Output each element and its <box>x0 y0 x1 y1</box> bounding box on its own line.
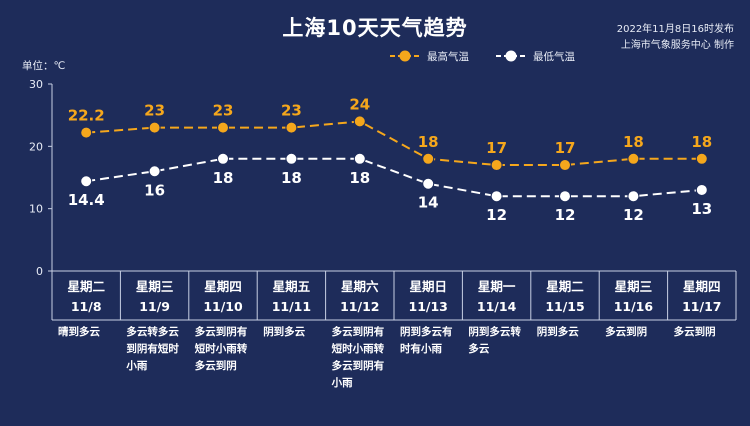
high-temp-label: 22.2 <box>68 107 105 125</box>
x-date-label: 11/11 <box>272 299 311 314</box>
y-tick-label: 0 <box>36 265 43 278</box>
low-temp-point <box>695 183 708 196</box>
low-temp-label: 14 <box>418 194 439 212</box>
high-temp-label: 17 <box>486 139 507 157</box>
high-temp-point <box>559 159 571 172</box>
low-temp-label: 18 <box>281 169 302 187</box>
y-tick-label: 10 <box>29 203 43 216</box>
weather-description: 阴到多云 <box>536 326 579 338</box>
low-temp-point <box>217 152 229 165</box>
x-date-label: 11/8 <box>71 299 102 314</box>
x-weekday-label: 星期三 <box>136 279 174 294</box>
low-temp-label: 18 <box>213 169 234 187</box>
weather-description: 多云到阴有 短时小雨转 多云到阴有 小雨 <box>331 326 385 389</box>
publish-time: 2022年11月8日16时发布 <box>616 24 734 35</box>
x-weekday-label: 星期一 <box>478 279 516 294</box>
x-date-label: 11/15 <box>545 299 584 314</box>
x-weekday-label: 星期三 <box>615 279 653 294</box>
x-weekday-label: 星期六 <box>341 279 379 294</box>
legend-high-marker <box>399 50 411 62</box>
x-date-label: 11/16 <box>614 299 654 314</box>
x-date-label: 11/13 <box>409 299 448 314</box>
x-date-label: 11/14 <box>477 299 517 314</box>
high-temp-label: 18 <box>691 133 712 151</box>
x-date-label: 11/17 <box>682 299 721 314</box>
legend-high-label: 最高气温 <box>427 50 469 63</box>
publisher: 上海市气象服务中心 制作 <box>620 40 734 51</box>
weather-description: 多云到阴 <box>673 326 716 338</box>
y-tick-label: 20 <box>29 140 43 153</box>
high-temp-point <box>422 152 435 165</box>
low-temp-label: 12 <box>623 206 644 224</box>
low-temp-point <box>80 175 93 188</box>
high-temp-label: 17 <box>555 139 576 157</box>
weather-description: 阴到多云 <box>263 326 306 338</box>
high-temp-label: 23 <box>144 102 165 120</box>
high-temp-point <box>353 115 366 128</box>
high-temp-label: 23 <box>281 102 302 120</box>
weather-description: 多云转多云 到阴有短时 小雨 <box>126 326 179 372</box>
publish-info: 2022年11月8日16时发布 上海市气象服务中心 制作 <box>617 22 734 54</box>
x-weekday-label: 星期四 <box>683 279 721 294</box>
low-temp-point <box>422 177 435 190</box>
x-date-label: 11/12 <box>340 299 379 314</box>
low-temp-point <box>559 190 571 203</box>
low-temp-label: 18 <box>349 169 370 187</box>
low-temp-label: 14.4 <box>68 191 105 209</box>
low-temp-label: 12 <box>555 206 576 224</box>
weather-description: 阴到多云有 时有小雨 <box>400 326 453 355</box>
low-temp-point <box>627 190 640 203</box>
weather-description: 晴到多云 <box>58 326 100 338</box>
x-date-label: 11/10 <box>203 299 243 314</box>
legend-low-marker <box>505 50 517 62</box>
high-temp-label: 18 <box>418 133 439 151</box>
high-temp-point <box>627 152 640 165</box>
chart-title: 上海10天天气趋势 <box>282 16 468 40</box>
high-temp-label: 18 <box>623 133 644 151</box>
high-temp-label: 24 <box>349 95 370 113</box>
y-tick-label: 30 <box>29 78 43 91</box>
high-temp-line <box>86 120 702 167</box>
unit-label: 单位：℃ <box>22 60 66 72</box>
weather-description: 阴到多云转 多云 <box>468 326 521 355</box>
low-temp-point <box>285 152 298 165</box>
low-temp-point <box>148 165 161 178</box>
high-temp-point <box>490 159 503 172</box>
low-temp-label: 16 <box>144 181 165 199</box>
high-temp-point <box>217 121 229 134</box>
low-temp-label: 12 <box>486 206 507 224</box>
x-weekday-label: 星期五 <box>273 279 311 294</box>
low-temp-point <box>353 152 366 165</box>
weather-description: 多云到阴 <box>605 326 648 338</box>
x-date-label: 11/9 <box>139 299 170 314</box>
x-weekday-label: 星期四 <box>204 279 242 294</box>
x-weekday-label: 星期二 <box>67 279 105 294</box>
high-temp-point <box>285 121 298 134</box>
high-temp-point <box>80 126 93 139</box>
low-temp-label: 13 <box>691 200 712 218</box>
weather-description: 多云到阴有 短时小雨转 多云到阴 <box>194 326 248 372</box>
high-temp-label: 23 <box>213 102 234 120</box>
low-temp-line <box>86 157 702 198</box>
x-weekday-label: 星期二 <box>546 279 584 294</box>
legend-low-label: 最低气温 <box>533 50 575 63</box>
high-temp-point <box>148 121 161 134</box>
x-weekday-label: 星期日 <box>409 279 447 294</box>
low-temp-point <box>490 190 503 203</box>
high-temp-point <box>695 152 708 165</box>
